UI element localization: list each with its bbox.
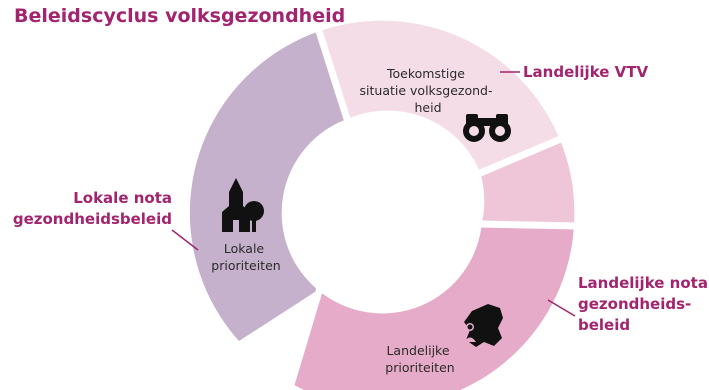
connector-nota [547,299,576,317]
label-landelijke-vtv: Landelijke VTV [523,63,649,81]
label-lokale-nota: Lokale nota gezondheidsbeleid [12,189,172,228]
netherlands-map-person-icon [464,304,503,347]
binoculars-icon [463,114,511,142]
ring-segment-bottom [292,222,574,390]
ring-segment-left [189,31,350,341]
church-tree-icon [222,178,264,232]
segment-text-lokale: Lokale prioriteiten [211,241,280,273]
page-title: Beleidscyclus volksgezondheid [14,5,346,27]
connector-lokaal [171,229,199,251]
ring-center [282,113,482,313]
segment-dividers [286,26,579,390]
label-landelijke-nota: Landelijke nota gezondheids- beleid [578,274,708,334]
ring-segment-right [480,140,575,225]
segment-text-landelijke: Landelijke prioriteiten [385,343,454,375]
segment-text-toekomstige: Toekomstige situatie volksgezond- heid [360,66,497,115]
